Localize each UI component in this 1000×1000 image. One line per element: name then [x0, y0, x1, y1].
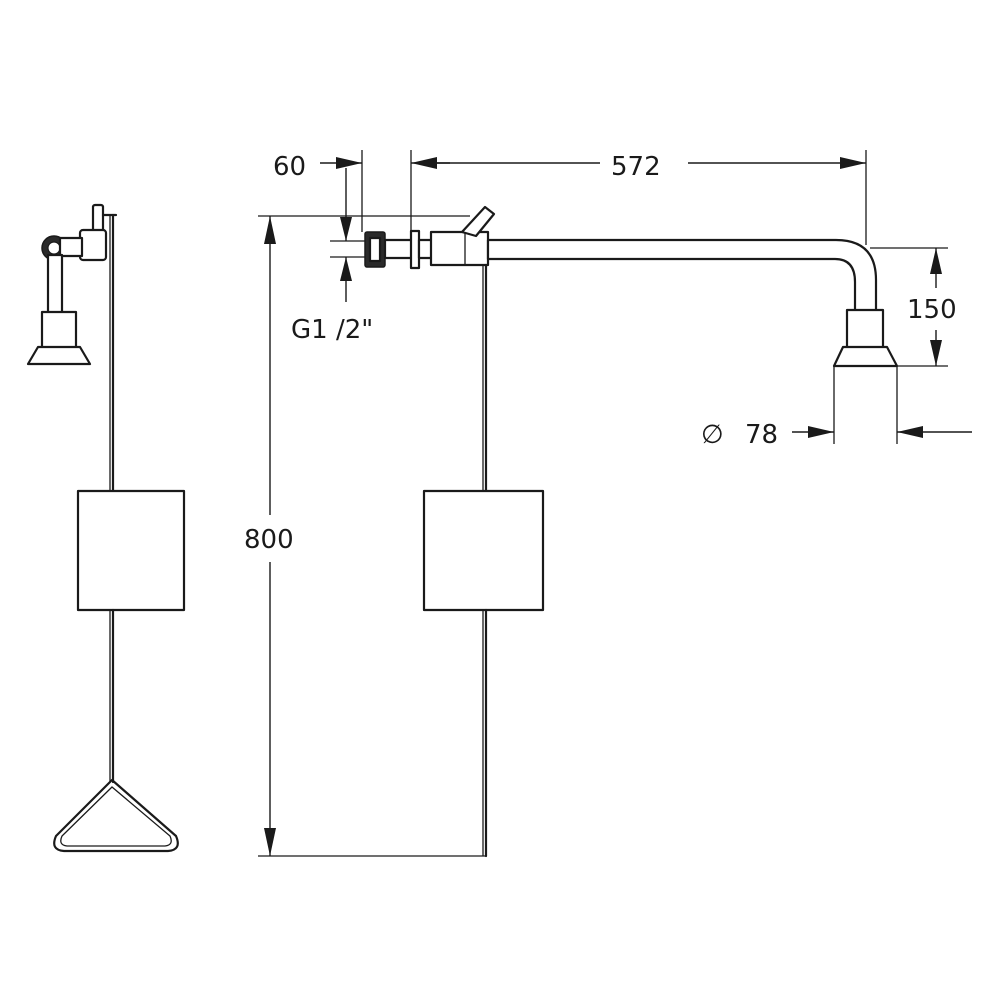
dim-label-800: 800 — [244, 525, 294, 555]
side-drop-pipe — [46, 253, 64, 315]
arrow-60-right — [411, 157, 437, 169]
inlet-pipe — [383, 238, 415, 260]
dim-label-78: 78 — [745, 420, 778, 450]
side-head-rose — [26, 345, 92, 366]
arrow-60-left — [336, 157, 362, 169]
arrow-thread-top — [340, 217, 352, 241]
arrow-800-bottom — [264, 828, 276, 856]
arrow-thread-bottom — [340, 257, 352, 281]
diameter-symbol: ∅ — [701, 420, 724, 450]
dimension-lines — [258, 150, 972, 857]
dim-label-572: 572 — [611, 152, 661, 182]
arrow-800-top — [264, 216, 276, 244]
side-valve-body — [78, 228, 108, 262]
side-view — [26, 203, 186, 853]
dim-label-60: 60 — [273, 152, 306, 182]
side-pipe-elbow-inner — [47, 241, 61, 255]
head-neck — [845, 308, 885, 350]
horizontal-arm — [486, 238, 878, 314]
side-triangle-handle — [53, 778, 179, 853]
front-view — [364, 205, 899, 858]
arrow-150-top — [930, 248, 942, 274]
dim-label-thread: G1 /2" — [291, 315, 373, 345]
valve-lever — [460, 205, 496, 238]
inlet-nut — [409, 229, 421, 270]
dim-label-150: 150 — [907, 295, 957, 325]
arrow-78-left — [808, 426, 834, 438]
side-head-neck — [40, 310, 78, 350]
arrow-572-right — [840, 157, 866, 169]
pull-box — [422, 489, 545, 612]
side-connector — [58, 236, 84, 258]
side-pull-box — [76, 489, 186, 612]
arrow-78-right — [897, 426, 923, 438]
valve-body — [429, 230, 490, 267]
head-rose — [832, 345, 899, 368]
arrow-150-bottom — [930, 340, 942, 366]
